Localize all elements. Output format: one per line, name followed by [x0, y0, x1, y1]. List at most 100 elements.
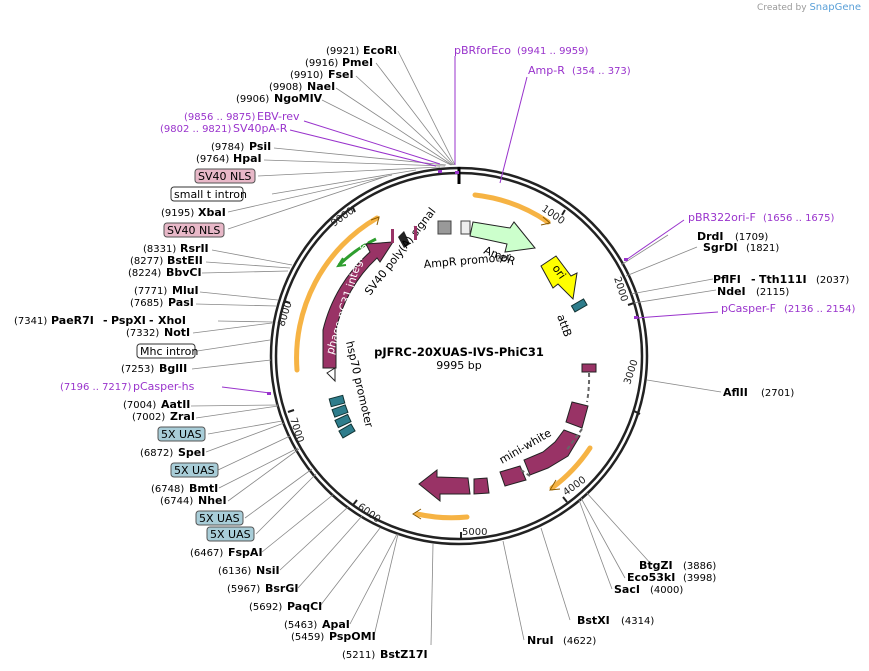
site-ndei: NdeI	[717, 285, 746, 298]
svg-text:(354 .. 373): (354 .. 373)	[572, 66, 631, 77]
attb-feature[interactable]	[570, 298, 588, 313]
site-labels-left: (9921)EcoRI (9916)PmeI (9910)FseI (9908)…	[14, 44, 428, 661]
svg-text:-: -	[149, 314, 154, 327]
svg-text:(7253): (7253)	[121, 364, 154, 375]
ampr-promoter-label: AmpR promoter	[423, 250, 512, 271]
tick-marks	[283, 205, 641, 538]
svg-text:(7002): (7002)	[132, 412, 165, 423]
box-small-t-intron: small t intron	[174, 188, 247, 201]
box-sv40-nls-2: SV40 NLS	[167, 224, 220, 237]
site-psii: PsiI	[249, 140, 271, 153]
site-bmti: BmtI	[189, 482, 218, 495]
mini-white-feature[interactable]	[418, 363, 597, 503]
svg-text:(7196 .. 7217): (7196 .. 7217)	[60, 382, 132, 393]
svg-text:(2037): (2037)	[816, 275, 849, 286]
site-bglii: BglII	[159, 362, 187, 375]
svg-text:(4000): (4000)	[650, 585, 683, 596]
primer-amp-r: Amp-R	[528, 64, 565, 77]
sv40-polya-arrow	[398, 231, 410, 248]
svg-text:-: -	[751, 273, 756, 286]
tick-label: 5000	[462, 527, 487, 538]
hsp70-feature[interactable]	[326, 367, 336, 383]
svg-text:(1709): (1709)	[735, 232, 768, 243]
site-fspai: FspAI	[228, 546, 263, 559]
mini-white-introns	[520, 372, 591, 477]
site-nsii: NsiI	[256, 564, 280, 577]
primer-pcasper-f: pCasper-F	[721, 302, 776, 315]
svg-text:(1821): (1821)	[746, 243, 779, 254]
box-uas-2: 5X UAS	[174, 464, 215, 477]
primer-sv40pa-r: SV40pA-R	[233, 122, 288, 135]
svg-text:(6872): (6872)	[140, 448, 173, 459]
svg-text:(9941 .. 9959): (9941 .. 9959)	[517, 46, 589, 57]
box-sv40-nls-1: SV40 NLS	[198, 170, 251, 183]
svg-text:(5459): (5459)	[291, 632, 324, 643]
svg-text:(9784): (9784)	[211, 142, 244, 153]
primer-labels: pBRforEco (9941 .. 9959) Amp-R (354 .. 3…	[60, 44, 856, 393]
sv40-polya-feature[interactable]	[437, 220, 452, 235]
svg-text:(7685): (7685)	[130, 298, 163, 309]
orf-arrowheads	[370, 216, 561, 520]
site-paer7i: PaeR7I	[51, 314, 94, 327]
site-sgrdi: SgrDI	[703, 241, 737, 254]
site-hpai: HpaI	[233, 152, 262, 165]
site-xbai: XbaI	[198, 206, 226, 219]
ampr-feature[interactable]	[469, 221, 536, 253]
tick-label: 3000	[622, 358, 640, 386]
site-fsei: FseI	[328, 68, 354, 81]
svg-text:(7771): (7771)	[134, 286, 167, 297]
site-bstz17i: BstZ17I	[380, 648, 428, 661]
tick-label: 1000	[539, 203, 566, 227]
boxed-labels: SV40 NLS small t intron SV40 NLS Mhc int…	[136, 168, 256, 542]
primer-leaders	[221, 56, 719, 394]
box-uas-3: 5X UAS	[199, 512, 240, 525]
site-bsteii: BstEII	[167, 254, 203, 267]
site-drdi: DrdI	[697, 230, 724, 243]
site-bsrgi: BsrGI	[265, 582, 298, 595]
svg-text:(4622): (4622)	[563, 636, 596, 647]
site-paqci: PaqCI	[287, 600, 322, 613]
integrase-label: phage pC31 integrase	[323, 235, 371, 356]
site-btgzi: BtgZI	[639, 559, 673, 572]
site-noti: NotI	[164, 326, 190, 339]
site-naei: NaeI	[307, 80, 335, 93]
svg-text:(6136): (6136)	[218, 566, 251, 577]
svg-text:(6748): (6748)	[151, 484, 184, 495]
site-mlui: MluI	[172, 284, 199, 297]
svg-text:(2115): (2115)	[756, 287, 789, 298]
svg-text:(8224): (8224)	[128, 268, 161, 279]
site-spei: SpeI	[178, 446, 205, 459]
site-xhoi: XhoI	[158, 314, 186, 327]
site-pmei: PmeI	[342, 56, 373, 69]
svg-text:(4314): (4314)	[621, 616, 654, 627]
site-tth111i: Tth111I	[759, 273, 807, 286]
site-labels-right: DrdI (1709) SgrDI (1821) PflFI -Tth111I (20…	[527, 230, 849, 647]
uas-blocks[interactable]	[328, 394, 356, 439]
site-pasi: PasI	[168, 296, 194, 309]
svg-text:(9908): (9908)	[269, 82, 302, 93]
site-nhei: NheI	[198, 494, 227, 507]
site-saci: SacI	[614, 583, 640, 596]
svg-text:(7332): (7332)	[126, 328, 159, 339]
orf-arcs	[294, 192, 593, 521]
site-nrui: NruI	[527, 634, 554, 647]
svg-text:(7004): (7004)	[123, 400, 156, 411]
attb-label: attB	[554, 313, 574, 339]
tick-label: 2000	[611, 276, 629, 304]
svg-text:(9916): (9916)	[305, 58, 338, 69]
svg-text:(3886): (3886)	[683, 561, 716, 572]
site-zrai: ZraI	[170, 410, 195, 423]
svg-text:(9910): (9910)	[290, 70, 323, 81]
svg-text:(3998): (3998)	[683, 573, 716, 584]
site-pflfi: PflFI	[713, 273, 741, 286]
svg-text:(7341): (7341)	[14, 316, 47, 327]
leader-lines	[190, 50, 722, 646]
ampr-promoter-feature[interactable]	[460, 220, 471, 235]
site-ecori: EcoRI	[363, 44, 397, 57]
svg-text:(5211): (5211)	[342, 650, 375, 661]
ori-feature[interactable]	[540, 255, 578, 301]
svg-text:(1656 .. 1675): (1656 .. 1675)	[763, 213, 835, 224]
svg-text:(9195): (9195)	[161, 208, 194, 219]
site-aflii: AflII	[723, 386, 748, 399]
site-bbvci: BbvCI	[166, 266, 202, 279]
